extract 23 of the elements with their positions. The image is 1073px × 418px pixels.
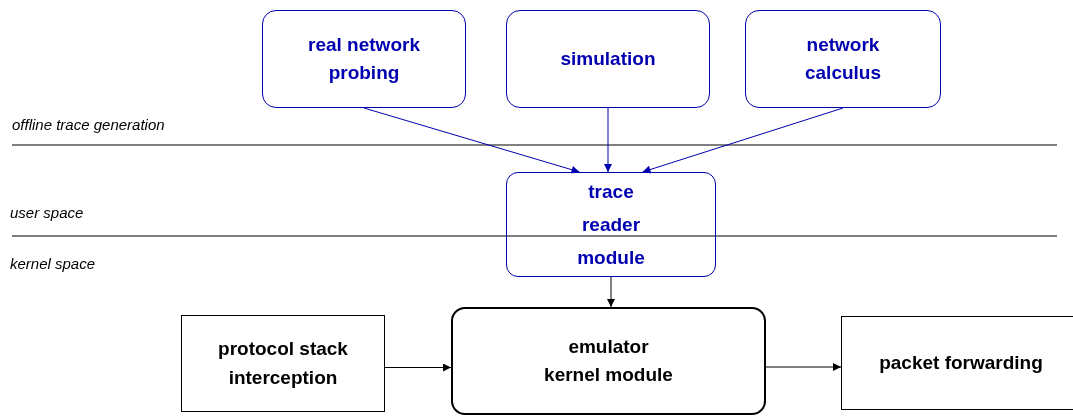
box-label: emulator kernel module	[543, 334, 674, 387]
box-label: network calculus	[803, 32, 882, 85]
box-label: real network probing	[307, 32, 421, 85]
process-box	[745, 10, 941, 108]
process-box	[506, 172, 716, 277]
box-label: trace reader module	[576, 179, 646, 271]
process-box	[451, 307, 766, 415]
box-label: protocol stack interception	[217, 337, 349, 390]
box-label: packet forwarding	[879, 350, 1043, 375]
layer-label: offline trace generation	[12, 116, 165, 133]
process-box	[181, 315, 385, 412]
arrow	[604, 107, 612, 173]
process-box	[841, 316, 1073, 410]
layer-label: user space	[10, 204, 84, 221]
arrow	[384, 363, 452, 372]
arrow	[765, 363, 842, 371]
process-box	[506, 10, 710, 108]
arrow	[607, 276, 615, 308]
box-label: simulation	[560, 46, 656, 71]
layer-label: kernel space	[10, 255, 96, 272]
process-box	[262, 10, 466, 108]
arrow	[642, 107, 844, 174]
arrow	[363, 107, 580, 174]
